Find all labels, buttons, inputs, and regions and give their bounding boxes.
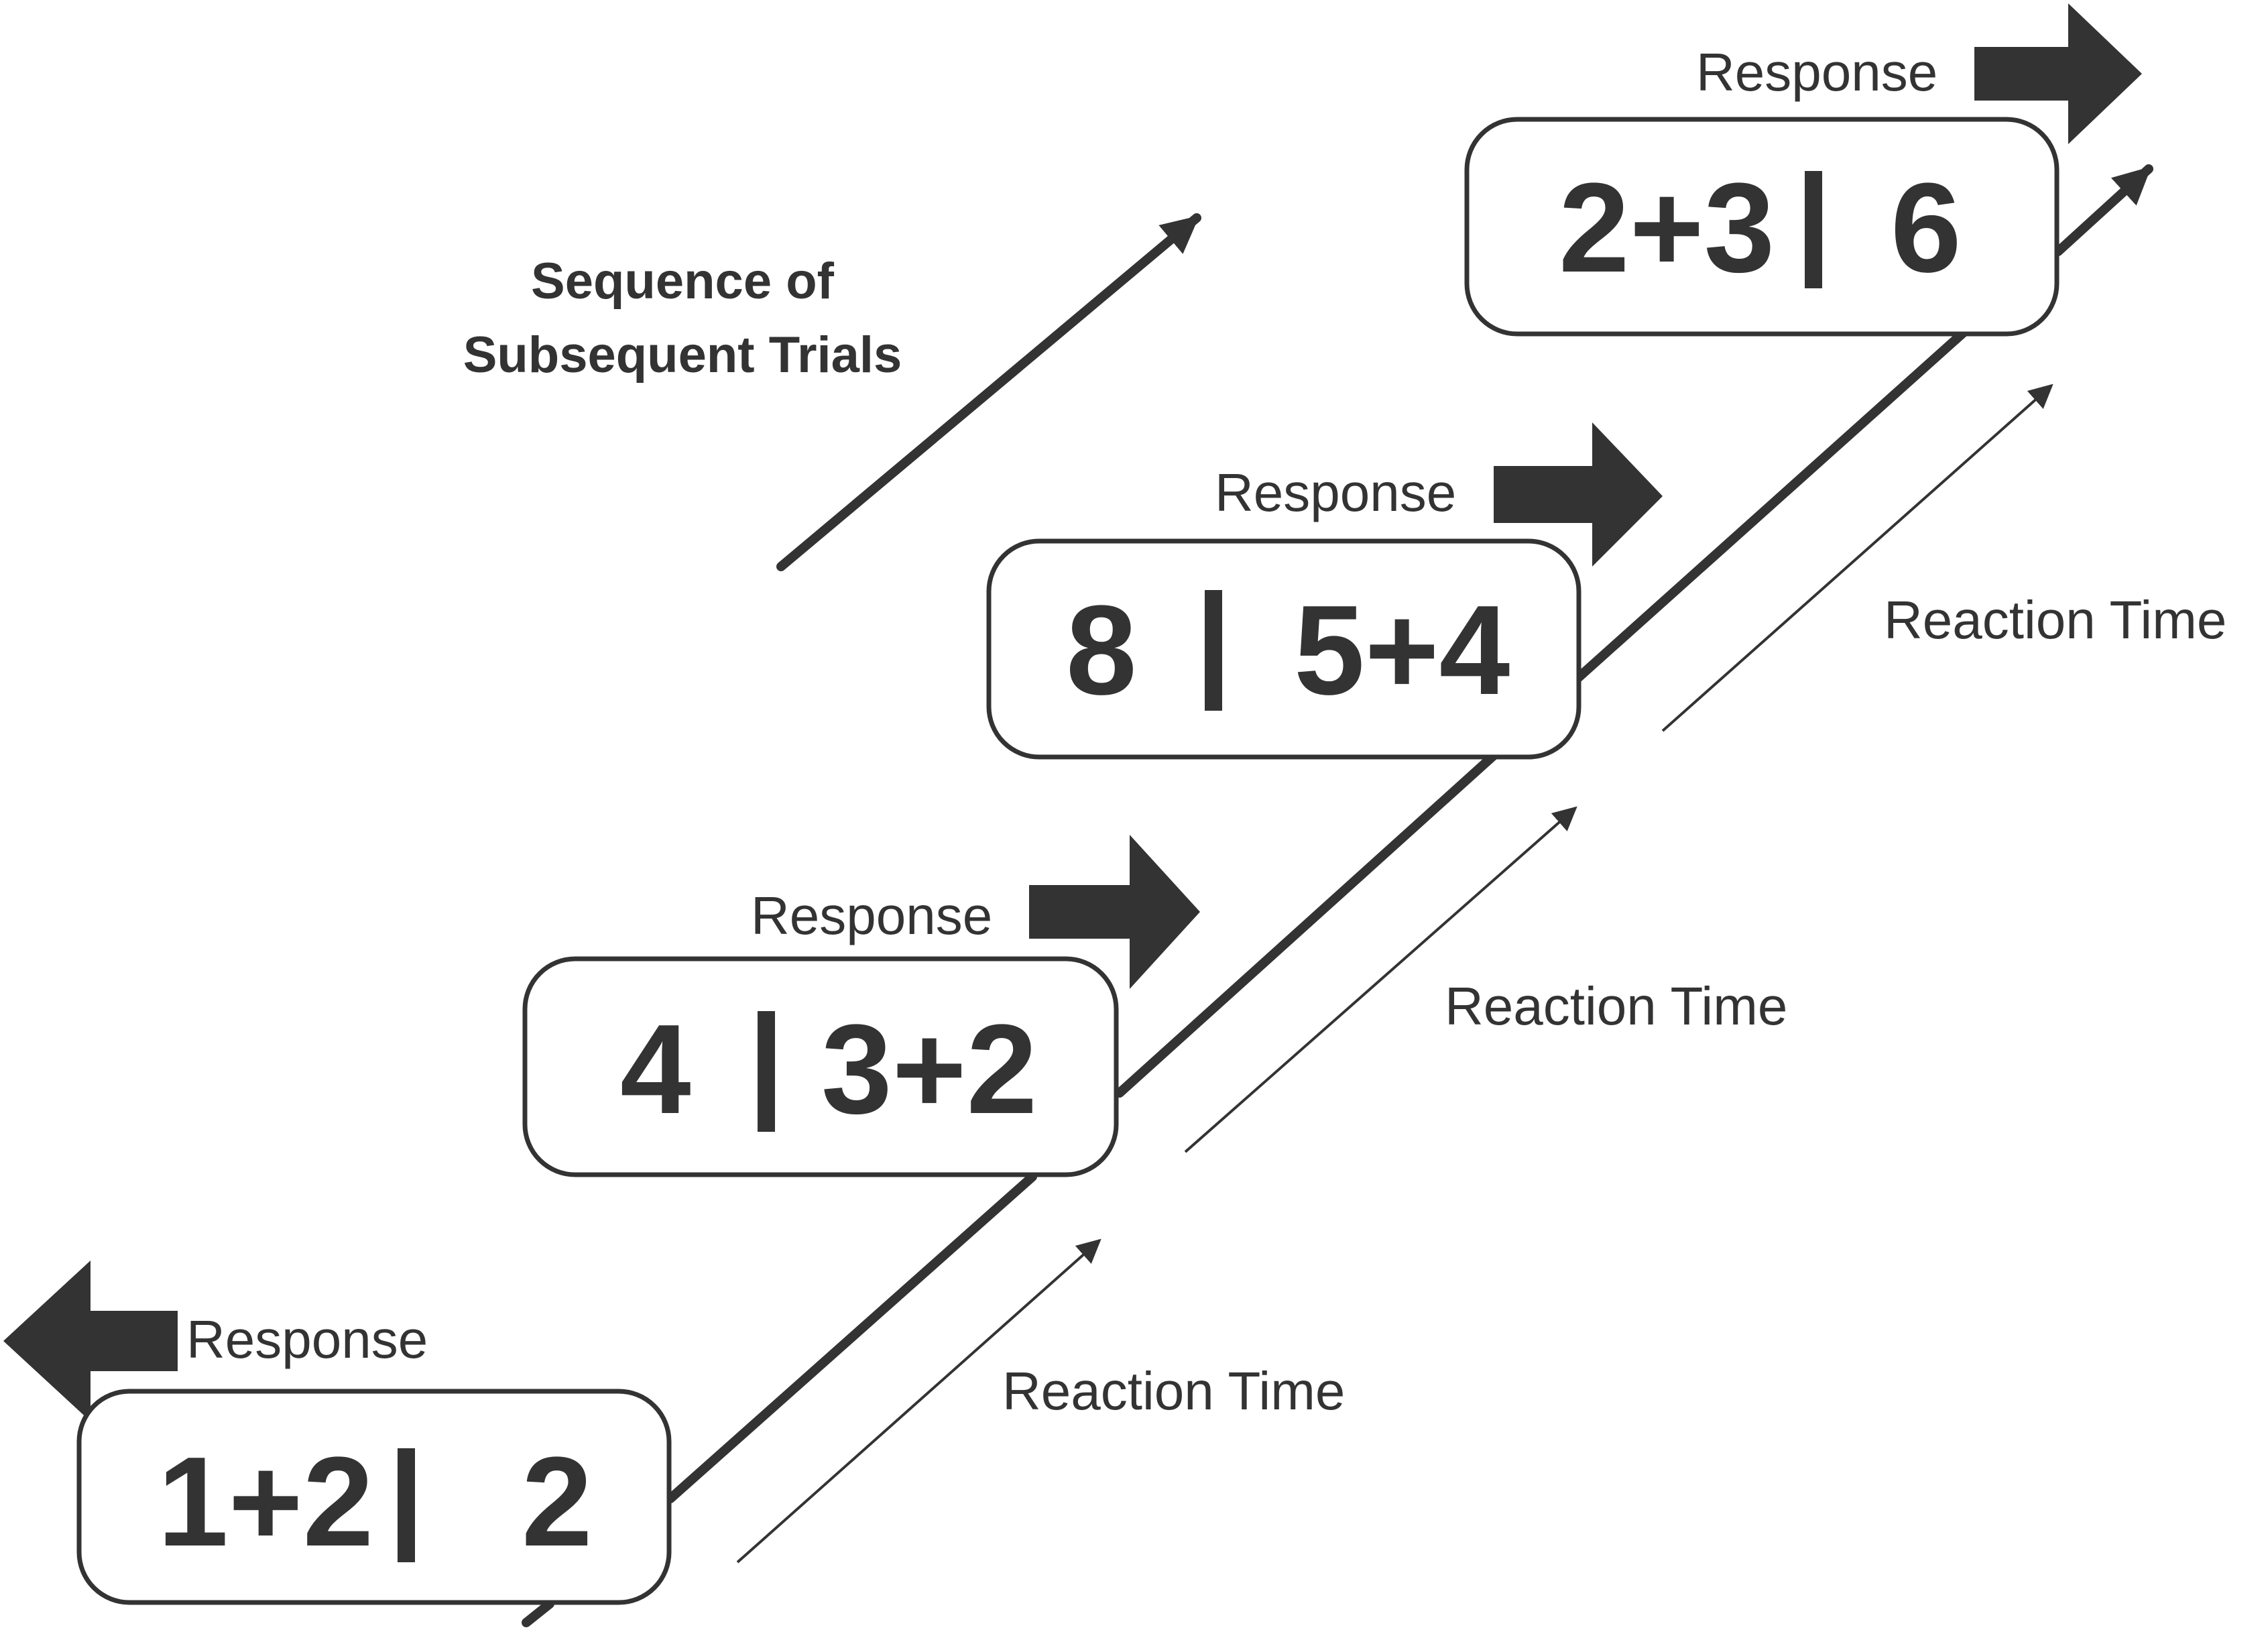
stimulus-divider — [758, 1011, 775, 1132]
reaction-time-arrow-2 — [1184, 806, 1577, 1153]
response-arrow-left — [3, 1261, 178, 1421]
reaction-time-arrow-3 — [1661, 384, 2053, 732]
reaction-time-label-3: Reaction Time — [1884, 590, 2226, 650]
stimulus-divider — [1805, 171, 1822, 288]
stimulus-left: 1+2 — [158, 1431, 373, 1573]
stimulus-box — [986, 538, 1581, 760]
sequence-arrow — [776, 213, 1201, 571]
timeline-segment-2 — [1115, 750, 1500, 1098]
stimulus-box — [522, 956, 1119, 1177]
timeline-segment-3 — [1574, 327, 1969, 682]
reaction-time-label-2: Reaction Time — [1445, 976, 1787, 1036]
timeline-segment-1 — [666, 1172, 1037, 1503]
stimulus-right: 2 — [522, 1431, 593, 1573]
stimulus-right: 6 — [1891, 157, 1962, 299]
response-label: Response — [1696, 42, 1937, 102]
trial-3: Response 8 5+4 — [986, 422, 1663, 760]
stimulus-left: 8 — [1066, 579, 1137, 721]
stimulus-left: 2+3 — [1559, 157, 1775, 299]
sequence-title-line2: Subsequent Trials — [463, 327, 902, 384]
response-arrow-right — [1029, 835, 1200, 989]
timeline-arrow-end — [2053, 164, 2153, 256]
response-label: Response — [186, 1309, 428, 1369]
reaction-time-arrow-1 — [736, 1238, 1101, 1564]
sequence-title-line1: Sequence of — [531, 253, 835, 310]
stimulus-left: 4 — [620, 998, 691, 1141]
trial-2: Response 4 3+2 — [522, 835, 1200, 1177]
response-label: Response — [1215, 463, 1456, 522]
stimulus-box — [76, 1389, 672, 1605]
stimulus-divider — [1205, 590, 1222, 711]
response-arrow-right — [1974, 3, 2142, 144]
stimulus-right: 3+2 — [821, 998, 1037, 1141]
stimulus-box — [1464, 117, 2060, 337]
response-label: Response — [751, 886, 992, 945]
stimulus-right: 5+4 — [1294, 579, 1510, 721]
reaction-time-label-1: Reaction Time — [1002, 1361, 1345, 1421]
trial-timeline — [522, 164, 2153, 1627]
trial-4: Response 2+3 6 — [1464, 3, 2142, 337]
timeline-segment-start — [522, 1599, 554, 1627]
trial-1: Response 1+2 2 — [3, 1261, 672, 1605]
response-arrow-right — [1494, 422, 1663, 567]
stimulus-divider — [398, 1448, 415, 1562]
